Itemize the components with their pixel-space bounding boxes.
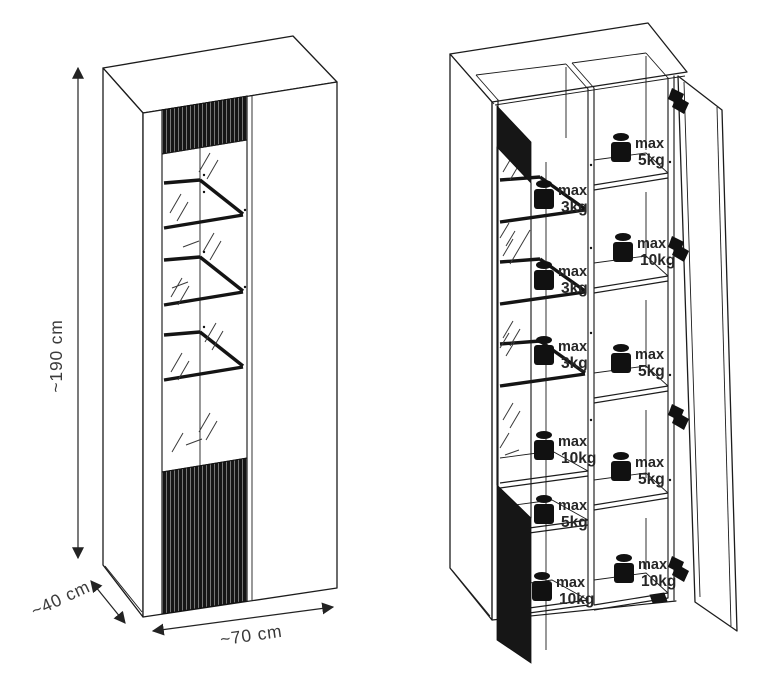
shelf-capacity-label: max 5kg <box>611 344 665 380</box>
svg-text:5kg: 5kg <box>561 514 588 531</box>
svg-text:3kg: 3kg <box>561 199 588 216</box>
hinge-icon <box>668 404 689 430</box>
svg-text:max: max <box>558 498 587 514</box>
glass-shelf <box>163 178 245 230</box>
svg-text:10kg: 10kg <box>561 450 596 467</box>
svg-text:max: max <box>635 455 664 471</box>
width-dimension-label: ~70 cm <box>219 621 284 650</box>
weight-icon <box>614 554 634 583</box>
shelf-capacity-label: max 10kg <box>614 554 676 590</box>
svg-text:3kg: 3kg <box>561 280 588 297</box>
shelf-capacity-label: max 3kg <box>534 261 588 297</box>
svg-text:10kg: 10kg <box>640 252 675 269</box>
shelf-capacity-label: max 10kg <box>613 233 675 269</box>
weight-icon <box>534 261 554 290</box>
svg-text:10kg: 10kg <box>641 573 676 590</box>
shelf-capacity-label: max 10kg <box>534 431 596 467</box>
weight-icon <box>534 431 554 460</box>
shelf-capacity-label: max 5kg <box>611 133 665 169</box>
svg-text:max: max <box>558 183 587 199</box>
depth-arrow <box>90 580 126 624</box>
cabinet-top-face <box>449 22 688 103</box>
hinge-icon <box>668 88 689 114</box>
weight-icon <box>611 452 631 481</box>
svg-text:max: max <box>558 339 587 355</box>
svg-text:max: max <box>558 434 587 450</box>
door-fluted-top <box>496 104 532 185</box>
door-fluted-bottom <box>496 484 532 664</box>
shelf-capacity-label: max 5kg <box>611 452 665 488</box>
weight-icon <box>534 495 554 524</box>
svg-text:max: max <box>558 264 587 280</box>
closed-cabinet-view <box>102 35 338 618</box>
weight-icon <box>611 133 631 162</box>
fluted-panel-bottom <box>161 457 248 615</box>
cabinet-foot <box>649 592 668 604</box>
svg-text:max: max <box>635 347 664 363</box>
svg-text:max: max <box>637 236 666 252</box>
width-arrow <box>151 602 335 636</box>
storage-column <box>593 152 672 611</box>
hinges <box>668 88 689 582</box>
depth-dimension-label: ~40 cm <box>28 576 93 621</box>
svg-text:max: max <box>635 136 664 152</box>
weight-icon <box>613 233 633 262</box>
width-dimension: ~70 cm <box>151 602 335 650</box>
glass-shelf <box>163 255 245 307</box>
wooden-shelf <box>593 255 669 294</box>
height-dimension-label: ~190 cm <box>46 319 66 392</box>
hinge-icon <box>668 236 689 262</box>
weight-icon <box>534 336 554 365</box>
svg-text:5kg: 5kg <box>638 363 665 380</box>
shelf-capacity-label: max 3kg <box>534 180 588 216</box>
shelf-capacity-label: max 10kg <box>532 572 594 608</box>
hinge-icon <box>668 556 689 582</box>
weight-icon <box>532 572 552 601</box>
svg-text:max: max <box>556 575 585 591</box>
cabinet-side-face <box>102 67 144 618</box>
height-dimension: ~190 cm <box>46 66 84 560</box>
svg-text:3kg: 3kg <box>561 355 588 372</box>
open-glass-door <box>496 104 547 664</box>
open-cabinet-view: max 3kg max 3kg max 3kg max 10kg max 5kg… <box>449 22 738 664</box>
svg-text:max: max <box>638 557 667 573</box>
weight-icon <box>534 180 554 209</box>
depth-dimension: ~40 cm <box>28 576 126 624</box>
shelf-capacity-label: max 3kg <box>534 336 588 372</box>
svg-text:5kg: 5kg <box>638 152 665 169</box>
cabinet-side-face <box>449 53 493 621</box>
svg-text:5kg: 5kg <box>638 471 665 488</box>
open-door-panel <box>677 75 738 632</box>
svg-text:10kg: 10kg <box>559 591 594 608</box>
shelf-capacity-label: max 5kg <box>534 495 588 531</box>
weight-icon <box>611 344 631 373</box>
